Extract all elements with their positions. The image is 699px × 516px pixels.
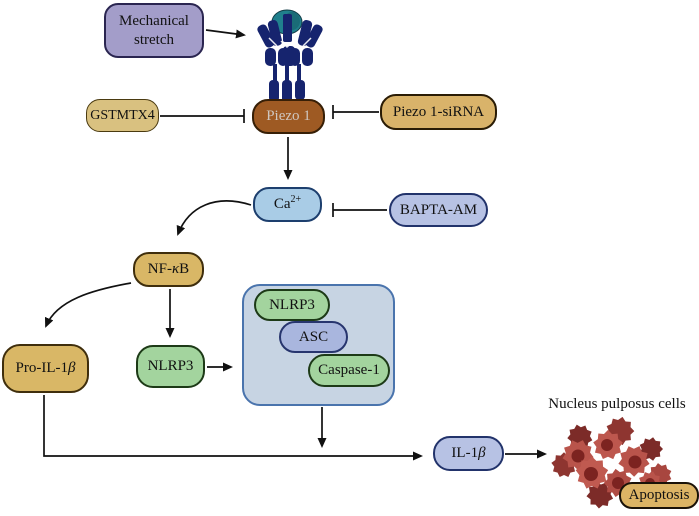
nlrp3-label: NLRP3 — [147, 358, 194, 375]
inflammasome-asc-node: ASC — [279, 321, 348, 353]
pro-il1b-label: Pro-IL-1β — [15, 360, 76, 377]
mechanical-stretch-line1: Mechanical — [119, 12, 189, 29]
il1b-node: IL-1β — [433, 436, 504, 471]
inflammasome-caspase1-node: Caspase-1 — [308, 354, 390, 387]
il1b-label: IL-1β — [451, 445, 486, 462]
nfkb-label: NF-κB — [147, 261, 190, 278]
cells-caption: Nucleus pulposus cells — [548, 396, 686, 412]
inflammasome-caspase1-label: Caspase-1 — [318, 362, 380, 379]
calcium-label: Ca2+ — [273, 194, 302, 213]
nfkb-node: NF-κB — [133, 252, 204, 287]
piezo1-label: Piezo 1 — [266, 108, 311, 125]
gstmtx4-label: GSTMTX4 — [90, 107, 155, 123]
piezo1-sirna-node: Piezo 1-siRNA — [380, 94, 497, 130]
piezo1-sirna-label: Piezo 1-siRNA — [392, 103, 485, 120]
mechanical-stretch-label: Mechanical stretch — [119, 12, 189, 50]
pro-il1b-node: Pro-IL-1β — [2, 344, 89, 393]
piezo1-channel-icon — [257, 9, 323, 104]
nlrp3-node: NLRP3 — [136, 345, 205, 388]
inflammasome-nlrp3-node: NLRP3 — [254, 289, 330, 321]
mechanical-stretch-line2: stretch — [134, 31, 174, 48]
apoptosis-label: Apoptosis — [628, 487, 690, 504]
piezo1-node: Piezo 1 — [252, 99, 325, 134]
apoptosis-node: Apoptosis — [619, 482, 699, 509]
calcium-node: Ca2+ — [253, 187, 322, 222]
bapta-am-label: BAPTA-AM — [399, 201, 478, 218]
inflammasome-asc-label: ASC — [298, 328, 329, 345]
inflammasome-nlrp3-label: NLRP3 — [269, 296, 315, 313]
mechanical-stretch-node: Mechanical stretch — [104, 3, 204, 58]
inflammasome-complex: NLRP3 ASC Caspase-1 — [242, 284, 395, 406]
gstmtx4-node: GSTMTX4 — [86, 99, 159, 132]
bapta-am-node: BAPTA-AM — [389, 193, 488, 227]
